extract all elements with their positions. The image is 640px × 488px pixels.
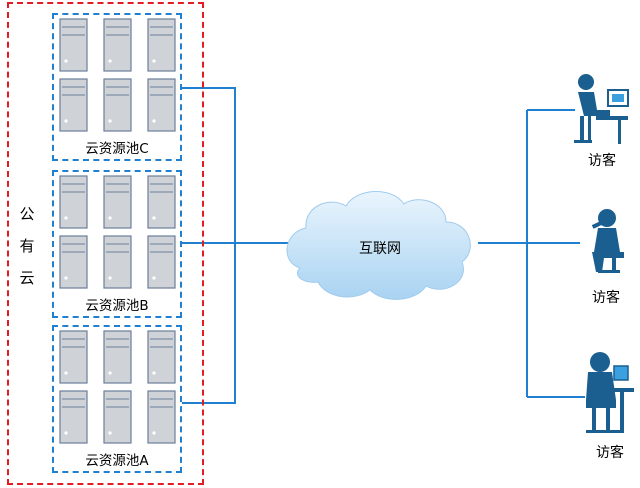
pool-label: 云资源池B: [85, 298, 149, 314]
server-icon: [103, 78, 132, 132]
resource-pool-b: 云资源池B: [52, 170, 182, 318]
resource-pool-a: 云资源池A: [52, 325, 182, 473]
server-icon: [147, 330, 176, 384]
server-icon: [103, 18, 132, 72]
visitor-label: 访客: [596, 445, 624, 461]
server-icon: [59, 330, 88, 384]
pool-label: 云资源池A: [85, 453, 149, 469]
server-icon: [147, 78, 176, 132]
public-cloud-label-char: 有: [19, 237, 35, 255]
public-cloud-label-char: 公: [19, 205, 35, 223]
internet-label: 互联网: [359, 241, 401, 257]
server-icon: [103, 235, 132, 289]
internet-cloud-icon: [286, 191, 471, 300]
server-icon: [59, 175, 88, 229]
visitor-label: 访客: [592, 290, 620, 306]
link-pool-c: [182, 87, 236, 243]
computer-user-icon: [586, 352, 634, 433]
pool-label: 云资源池C: [85, 141, 149, 157]
server-icon: [103, 175, 132, 229]
server-icon: [103, 330, 132, 384]
server-icon: [59, 390, 88, 444]
visitor-label: 访客: [588, 153, 616, 169]
server-racks: [59, 18, 176, 444]
public-cloud-char: 公有云: [14, 200, 40, 292]
public-cloud-label: 公有云: [14, 200, 40, 296]
server-icon: [103, 390, 132, 444]
public-cloud-boundary: [7, 2, 204, 485]
server-icon: [147, 390, 176, 444]
server-icon: [59, 78, 88, 132]
link-pool-a: [182, 243, 236, 404]
sitting-user-icon: [591, 209, 624, 273]
resource-pool-c: 云资源池C: [52, 13, 182, 161]
server-icon: [147, 18, 176, 72]
desk-user-icon: [574, 74, 629, 144]
server-icon: [147, 235, 176, 289]
server-icon: [59, 235, 88, 289]
server-icon: [59, 18, 88, 72]
server-icon: [147, 175, 176, 229]
public-cloud-label-char: 云: [19, 269, 35, 287]
